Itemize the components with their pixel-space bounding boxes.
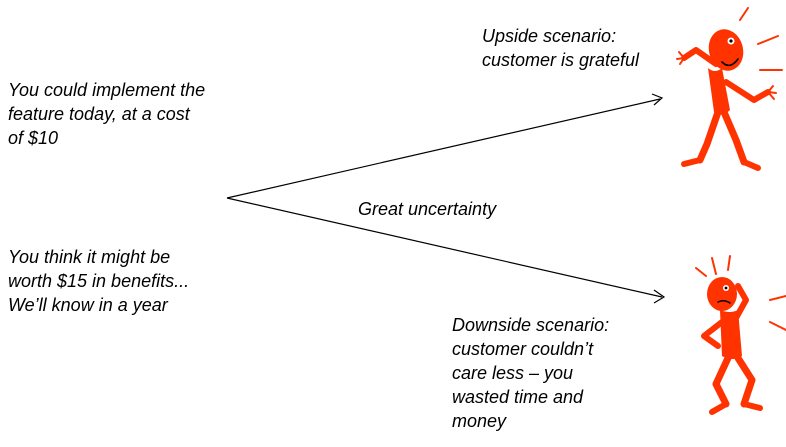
upside-text-line-2: customer is grateful [482, 50, 640, 70]
benefit-text-line-1: You think it might be [8, 247, 171, 267]
downside-text-line-2: customer couldn’t [452, 339, 594, 359]
upside-branch-line [226, 98, 661, 199]
downside-scenario-text: Downside scenario: customer couldn’t car… [452, 313, 609, 433]
cost-text-line-3: of $10 [8, 128, 59, 148]
downside-text-line-1: Downside scenario: [452, 315, 610, 335]
upside-text-line-1: Upside scenario: [482, 26, 617, 46]
cost-text-line-2: feature today, at a cost [8, 104, 190, 124]
benefit-text: You think it might be worth $15 in benef… [8, 245, 189, 317]
downside-text-line-4: wasted time and [452, 387, 584, 407]
downside-arrowhead [653, 289, 666, 304]
benefit-text-line-3: We’ll know in a year [8, 295, 168, 315]
cost-text: You could implement the feature today, a… [8, 78, 205, 150]
worried-stick-figure-icon [695, 255, 786, 415]
upside-arrowhead [651, 93, 664, 106]
uncertainty-label: Great uncertainty [358, 199, 497, 219]
upside-scenario-text: Upside scenario: customer is grateful [482, 24, 639, 72]
benefit-text-line-2: worth $15 in benefits... [8, 271, 190, 291]
downside-branch-line [226, 197, 663, 298]
downside-text-line-5: money [452, 411, 507, 431]
happy-stick-figure-icon [676, 7, 783, 171]
downside-text-line-3: care less – you [452, 363, 574, 383]
cost-text-line-1: You could implement the [8, 80, 206, 100]
